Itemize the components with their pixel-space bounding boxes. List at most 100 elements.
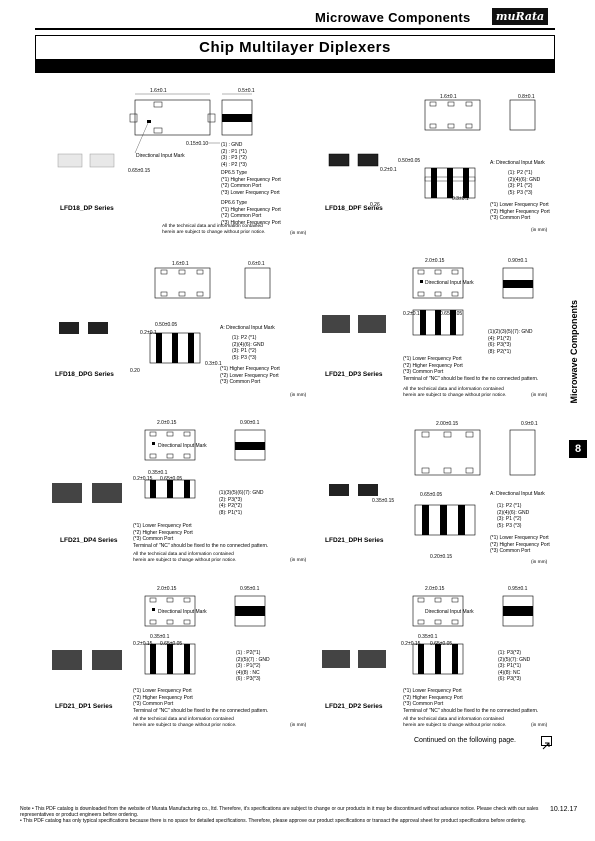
dp-pin-list: (1) : GND (2) : P1 (*1) (3) : P3 (*2) (4… [221,142,247,168]
continued-arrow-icon[interactable] [541,736,552,750]
dpf-dim-gap: 0.3±0.1 [452,196,469,202]
dp4-pin-list: (1)(3)(5)(6)(7): GND (2): P3(*3) (4): P2… [219,490,264,516]
dp3-unit: (in mm) [531,393,548,398]
dp4-dim-pitch: 0.65±0.05 [160,476,183,482]
dph-series-name: LFD21_DPH Series [325,537,384,544]
section-title: Microwave Components [315,10,471,25]
dpf-diagram [424,99,536,199]
dpf-dim-length: 1.6±0.1 [440,94,457,100]
side-tab-label: Microwave Components [569,300,579,404]
dp2-directional-mark: Directional Input Mark [425,609,474,615]
dp1-disclaimer: All the technical data and information c… [133,717,237,728]
dp2-dim-length: 2.0±0.15 [425,586,445,592]
dp4-disclaimer: All the technical data and information c… [133,552,237,563]
dpg-series-name: LFD18_DPG Series [55,371,114,378]
dpf-unit: (in mm) [531,228,548,233]
dp1-chip-photo [52,650,122,670]
dpg-unit: (in mm) [290,393,307,398]
dp1-port-list: (*1) Lower Frequency Port (*2) Higher Fr… [133,688,269,714]
dp1-diagram [144,595,266,675]
dp3-directional-mark: Directional Input Mark [425,280,474,286]
dp4-diagram [144,429,266,499]
dp4-port-list: (*1) Lower Frequency Port (*2) Higher Fr… [133,523,269,549]
dp-type-list: DP6.5 Type (*1) Higher Frequency Port (*… [221,170,281,226]
dp3-series-name: LFD21_DP3 Series [325,371,383,378]
dp2-dim-land: 0.2±0.15 [401,641,421,647]
dp-series-name: LFD18_DP Series [60,205,114,212]
dpg-dim-gap: 0.3±0.1 [205,361,222,367]
dp2-port-list: (*1) Lower Frequency Port (*2) Higher Fr… [403,688,539,714]
dph-port-list: (*1) Lower Frequency Port (*2) Higher Fr… [490,535,550,554]
dp4-dim-length: 2.0±0.15 [157,420,177,426]
dpg-dim-edge: 0.20 [130,368,140,374]
dp3-dim-length: 2.0±0.15 [425,258,445,264]
dp3-disclaimer: All the technical data and information c… [403,387,507,398]
dp-chip-photo [57,153,115,168]
dpf-dim-edge: 0.26 [370,202,380,208]
dp1-dim-gap: 0.35±0.1 [150,634,170,640]
dph-chip-photo [329,484,378,496]
dph-dim-land: 0.20±0.15 [430,554,453,560]
dp-directional-mark: Directional Input Mark [136,153,185,159]
dpf-pin-list: (1): P2 (*1) (2)(4)(6): GND (3): P1 (*2)… [508,170,541,196]
dp1-unit: (in mm) [290,723,307,728]
dp2-dim-thick: 0.95±0.1 [508,586,528,592]
dp-diagram [129,93,253,154]
dp1-dim-length: 2.0±0.15 [157,586,177,592]
dp4-dim-gap: 0.35±0.1 [148,470,168,476]
dp1-directional-mark: Directional Input Mark [158,609,207,615]
dph-dim-edge: 0.35±0.15 [372,498,395,504]
dp-dim-thick: 0.5±0.1 [238,88,255,94]
dp3-dim-pitch: 0.65±0.05 [440,311,463,317]
dp-disclaimer: All the technical data and information c… [162,224,266,235]
dpf-series-name: LFD18_DPF Series [325,205,383,212]
dph-dim-length: 2.00±0.15 [436,421,459,427]
dpg-dim-land: 0.2±0.1 [140,330,157,336]
dp4-chip-photo [52,483,122,503]
dp2-unit: (in mm) [531,723,548,728]
footer-note: Note • This PDF catalog is downloaded fr… [20,806,539,824]
dp1-pin-list: (1) : P2(*1) (2)(5)(7) : GND (3) : P1(*2… [236,650,270,682]
dpg-dim-thick: 0.6±0.1 [248,261,265,267]
murata-logo: muRata [492,8,548,25]
dp3-dim-thick: 0.90±0.1 [508,258,528,264]
dpg-dim-length: 1.6±0.1 [172,261,189,267]
dp4-dim-land: 0.2±0.15 [133,476,153,482]
title-bar [35,60,555,73]
dp4-series-name: LFD21_DP4 Series [60,537,118,544]
dp-dim-land: 0.65±0.15 [128,168,151,174]
dpf-dim-thick: 0.8±0.1 [518,94,535,100]
dp1-series-name: LFD21_DP1 Series [55,703,113,710]
dp3-dim-land: 0.2±0.1 [403,311,420,317]
dp2-chip-photo [322,650,386,668]
dp3-diagram [412,267,534,336]
dpg-directional: A: Directional Input Mark [220,325,275,331]
dp1-dim-pitch: 0.65±0.05 [160,641,183,647]
dp4-unit: (in mm) [290,558,307,563]
dp-dim-gap: 0.15±0.10 [186,141,209,147]
dp2-pin-list: (1): P3(*2) (2)(5)(7): GND (3): P1(*1) (… [498,650,531,682]
dp-unit: (in mm) [290,231,307,236]
dp1-dim-thick: 0.95±0.1 [240,586,260,592]
dpf-dim-land: 0.2±0.1 [380,167,397,173]
dpf-chip-photo [328,153,379,167]
dph-dim-pitch: 0.65±0.05 [420,492,443,498]
dph-diagram [414,429,536,536]
dpf-dim-pitch: 0.50±0.05 [398,158,421,164]
side-tab-number: 8 [569,440,587,458]
dph-directional: A: Directional Input Mark [490,491,545,497]
dp4-dim-thick: 0.90±0.1 [240,420,260,426]
dp2-series-name: LFD21_DP2 Series [325,703,383,710]
continued-text: Continued on the following page. [414,737,516,744]
dp2-disclaimer: All the technical data and information c… [403,717,507,728]
dp3-chip-photo [322,315,386,333]
dp2-dim-pitch: 0.65±0.05 [430,641,453,647]
dp3-pin-list: (1)(2)(3)(5)(7): GND (4): P1(*2) (6): P3… [488,329,533,355]
dpg-pin-list: (1): P2 (*1) (2)(4)(6): GND (3): P1 (*2)… [232,335,265,361]
dp3-port-list: (*1) Lower Frequency Port (*2) Higher Fr… [403,356,539,382]
dp2-diagram [412,595,534,675]
dp1-dim-land: 0.2±0.15 [133,641,153,647]
dph-pin-list: (1): P2 (*1) (2)(4)(6): GND (3): P1 (*2)… [497,503,530,529]
dp4-directional-mark: Directional Input Mark [158,443,207,449]
dpg-diagram [149,267,271,364]
